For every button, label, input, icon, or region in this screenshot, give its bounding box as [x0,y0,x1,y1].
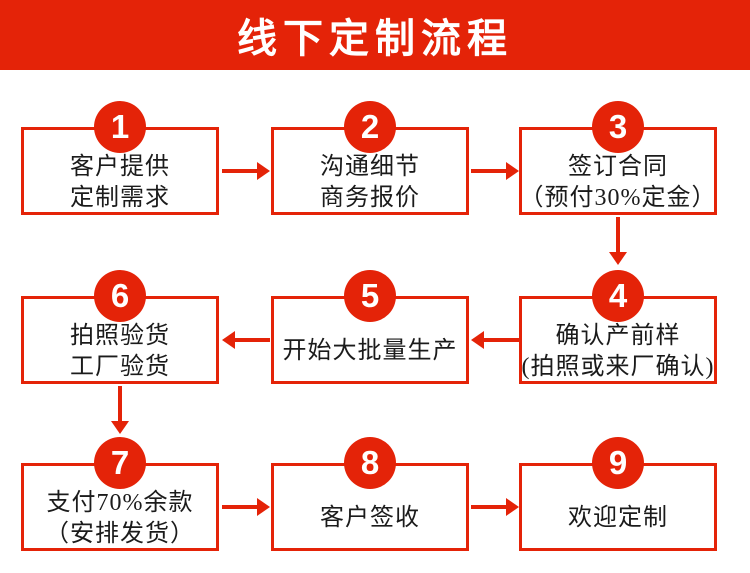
arrow-step6-to-step7-icon [111,386,129,434]
step-number-badge-5: 5 [344,270,396,322]
step-box-2: 2 沟通细节 商务报价 [271,101,469,215]
title-banner: 线下定制流程 [0,0,750,70]
step-text-line: 沟通细节 [320,153,420,180]
step-box-4: 4 确认产前样 (拍照或来厂确认) [519,270,717,384]
step-text-4: 确认产前样 (拍照或来厂确认) [522,322,714,381]
step-text-9: 欢迎定制 [522,489,714,548]
arrow-step3-to-step4-icon [609,217,627,265]
step-number-badge-6: 6 [94,270,146,322]
step-text-line: 开始大批量生产 [282,338,458,364]
arrow-step1-to-step2-icon [222,162,270,180]
step-text-2: 沟通细节 商务报价 [274,153,466,212]
step-number-2: 2 [360,108,380,145]
arrow-step8-to-step9-icon [471,498,519,516]
step-text-5: 开始大批量生产 [274,322,466,381]
step-text-7: 支付70%余款 （安排发货） [24,489,216,548]
step-number-badge-9: 9 [592,437,644,489]
step-text-6: 拍照验货 工厂验货 [24,322,216,381]
step-text-line: 签订合同 [568,153,668,180]
page-title: 线下定制流程 [237,16,513,61]
step-number-badge-2: 2 [344,101,396,153]
step-text-line: 拍照验货 [70,322,170,349]
step-text-line: (拍照或来厂确认) [521,353,715,380]
step-text-line: （预付30%定金） [519,184,717,211]
step-box-8: 8 客户签收 [271,437,469,551]
step-number-badge-8: 8 [344,437,396,489]
step-text-line: 客户提供 [70,153,170,180]
step-number-1: 1 [110,108,130,145]
step-text-1: 客户提供 定制需求 [24,153,216,212]
step-text-line: 欢迎定制 [568,505,668,531]
step-box-9: 9 欢迎定制 [519,437,717,551]
arrow-step5-to-step6-icon [222,331,270,349]
step-number-7: 7 [110,444,130,481]
step-number-3: 3 [608,108,628,145]
step-number-8: 8 [360,444,380,481]
step-text-line: （安排发货） [45,520,195,547]
step-text-8: 客户签收 [274,489,466,548]
step-number-9: 9 [608,444,628,481]
step-text-line: 确认产前样 [555,322,681,349]
step-number-badge-3: 3 [592,101,644,153]
step-text-line: 工厂验货 [70,353,170,380]
step-number-badge-7: 7 [94,437,146,489]
arrow-step4-to-step5-icon [471,331,519,349]
step-number-badge-1: 1 [94,101,146,153]
step-text-line: 商务报价 [320,184,420,211]
step-number-badge-4: 4 [592,270,644,322]
step-text-line: 支付70%余款 [46,489,194,516]
step-number-4: 4 [608,277,628,314]
step-box-3: 3 签订合同 （预付30%定金） [519,101,717,215]
step-number-5: 5 [360,277,380,314]
step-box-6: 6 拍照验货 工厂验货 [21,270,219,384]
step-text-3: 签订合同 （预付30%定金） [519,153,717,212]
step-text-line: 定制需求 [70,184,170,211]
step-box-5: 5 开始大批量生产 [271,270,469,384]
step-box-7: 7 支付70%余款 （安排发货） [21,437,219,551]
step-box-1: 1 客户提供 定制需求 [21,101,219,215]
step-text-line: 客户签收 [320,505,420,531]
step-number-6: 6 [110,277,130,314]
arrow-step7-to-step8-icon [222,498,270,516]
arrow-step2-to-step3-icon [471,162,519,180]
